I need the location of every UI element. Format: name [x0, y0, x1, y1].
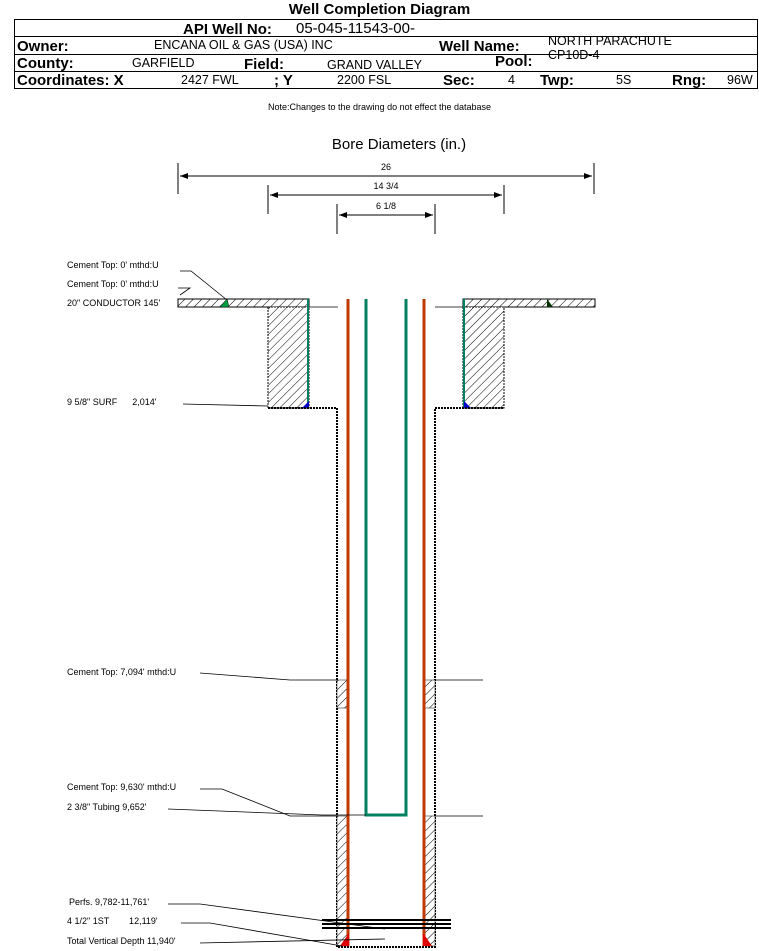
- well-name-value-1: NORTH PARACHUTE: [548, 34, 672, 48]
- field-label: Field:: [244, 56, 284, 73]
- surface-casing-label: 9 5/8" SURF 2,014': [67, 397, 157, 407]
- sec-value: 4: [508, 73, 515, 87]
- bore-diameter-26: 26: [177, 162, 595, 194]
- database-note: Note:Changes to the drawing do not effec…: [268, 102, 491, 112]
- production-casing-label: 4 1/2" 1ST 12,119': [67, 916, 158, 926]
- coordinates-label: Coordinates: X: [17, 72, 124, 89]
- sec-label: Sec:: [443, 72, 475, 89]
- open-hole-wall: [268, 407, 504, 948]
- y-value: 2200 FSL: [337, 73, 392, 87]
- surface-shoe-left: [302, 401, 309, 408]
- row-divider: [15, 71, 757, 72]
- tvd-label: Total Vertical Depth 11,940': [67, 936, 176, 946]
- cement-top-label: Cement Top: 0' mthd:U: [67, 260, 159, 270]
- county-value: GARFIELD: [132, 56, 195, 70]
- bore-diameters-title: Bore Diameters (in.): [332, 136, 466, 153]
- owner-value: ENCANA OIL & GAS (USA) INC: [154, 38, 333, 52]
- well-name-value-2: CP10D-4: [548, 48, 600, 62]
- surface-shoe-right: [464, 401, 471, 408]
- well-name-label: Well Name:: [439, 38, 520, 55]
- casing-shoe-right: [423, 933, 432, 946]
- perforations: [322, 919, 451, 929]
- conductor-label: 20" CONDUCTOR 145': [67, 298, 161, 308]
- tubing-label: 2 3/8" Tubing 9,652': [67, 802, 147, 812]
- api-value: 05-045-11543-00-: [296, 20, 415, 37]
- cement-top-label: Cement Top: 9,630' mthd:U: [67, 782, 176, 792]
- production-cement: [336, 679, 436, 947]
- well-header-table: API Well No: 05-045-11543-00- Owner: ENC…: [14, 19, 758, 89]
- field-value: GRAND VALLEY: [327, 58, 422, 72]
- api-label: API Well No:: [183, 21, 272, 38]
- bore-diameter-label: 6 1/8: [376, 201, 396, 211]
- cement-top-marker: [219, 298, 230, 308]
- owner-label: Owner:: [17, 38, 69, 55]
- rng-value: 96W: [727, 73, 753, 87]
- conductor-cement: [177, 298, 596, 308]
- bore-diameter-6-1-8: 6 1/8: [336, 201, 436, 234]
- pool-label: Pool:: [495, 53, 533, 70]
- tubing: [364, 299, 408, 817]
- row-divider: [15, 54, 757, 55]
- cement-top-label: Cement Top: 0' mthd:U: [67, 279, 159, 289]
- surface-cement: [267, 299, 505, 409]
- leader-lines: [167, 270, 483, 947]
- rng-label: Rng:: [672, 72, 707, 89]
- county-label: County:: [17, 55, 74, 72]
- perforations-label: Perfs. 9,782-11,761': [69, 897, 149, 907]
- row-divider: [15, 36, 757, 37]
- twp-value: 5S: [616, 73, 632, 87]
- cement-top-label: Cement Top: 7,094' mthd:U: [67, 667, 176, 677]
- bore-diameter-label: 14 3/4: [373, 181, 398, 191]
- twp-label: Twp:: [540, 72, 574, 89]
- y-label: ; Y: [274, 72, 293, 89]
- bore-diameter-label: 26: [381, 162, 391, 172]
- bore-diameter-14-3-4: 14 3/4: [267, 181, 505, 214]
- diagram-title: Well Completion Diagram: [288, 1, 471, 18]
- x-value: 2427 FWL: [181, 73, 239, 87]
- cement-top-marker: [547, 299, 553, 307]
